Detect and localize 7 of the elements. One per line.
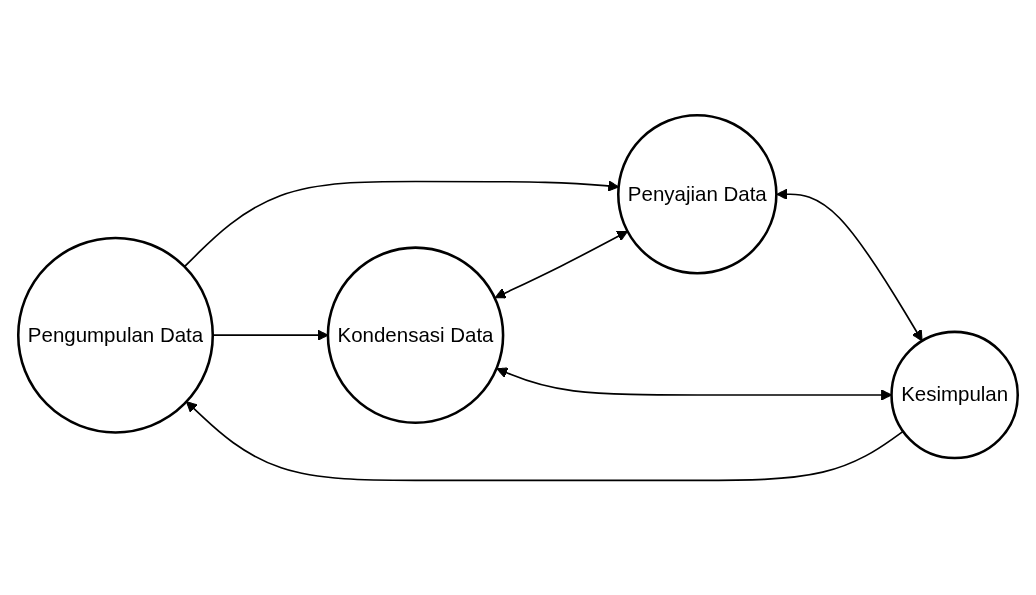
arrow	[494, 230, 629, 299]
arrow	[776, 188, 923, 342]
arrow	[185, 400, 904, 481]
node-circle: Kondensasi Data	[326, 246, 505, 424]
node-circle: Pengumpulan Data	[16, 236, 215, 434]
node-circle: Penyajian Data	[617, 113, 778, 275]
node-circle: Kesimpulan	[890, 330, 1019, 460]
